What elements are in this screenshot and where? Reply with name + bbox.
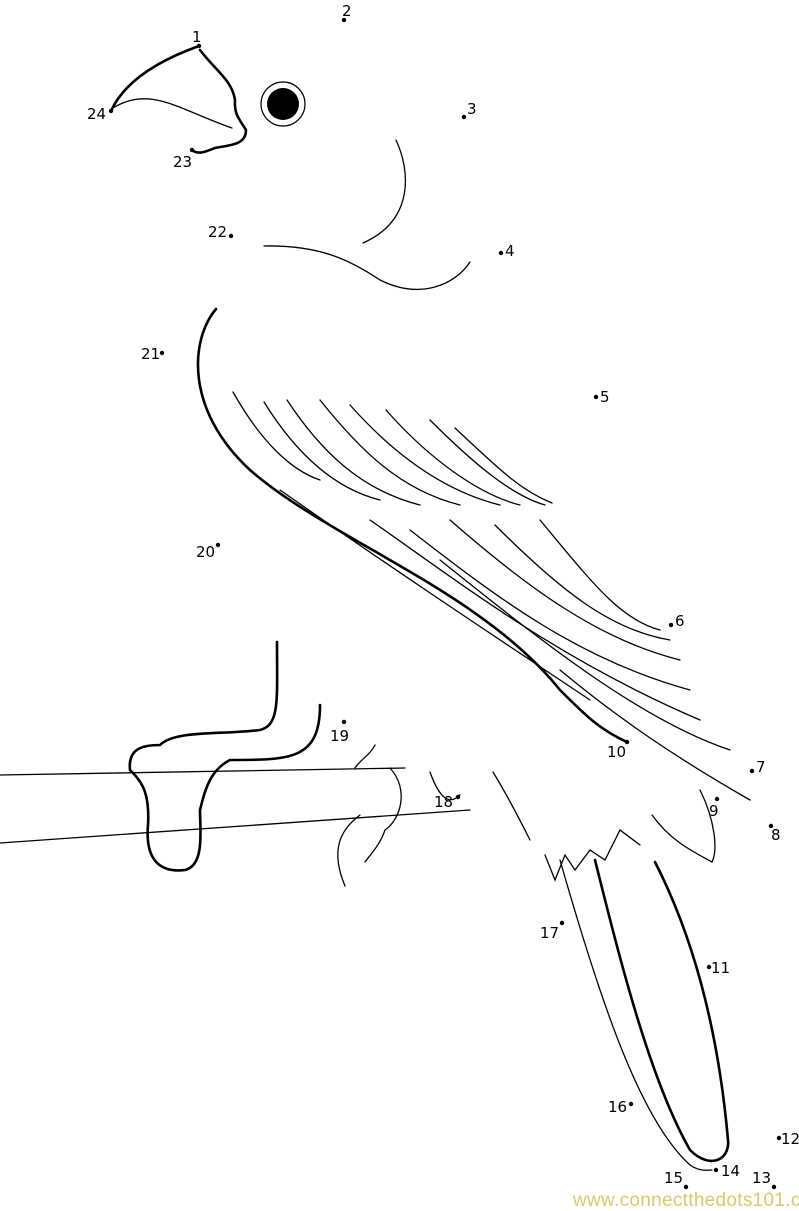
- beak-outline: [190, 48, 248, 154]
- dot-12: 12: [776, 1130, 799, 1148]
- dot-9: 9: [709, 796, 720, 820]
- svg-text:23: 23: [173, 153, 192, 171]
- dot-3: 3: [461, 100, 477, 120]
- svg-text:4: 4: [505, 242, 515, 260]
- watermark: www.connectthedots101.com: [573, 1190, 799, 1211]
- dot-19: 19: [330, 719, 349, 745]
- svg-text:20: 20: [196, 543, 215, 561]
- svg-text:7: 7: [756, 758, 766, 776]
- svg-text:14: 14: [721, 1162, 740, 1180]
- svg-text:17: 17: [540, 924, 559, 942]
- dot-18: 18: [434, 793, 461, 811]
- eye-ring: [260, 81, 306, 127]
- dot-16: 16: [608, 1098, 634, 1116]
- svg-text:15: 15: [664, 1169, 683, 1187]
- svg-text:2: 2: [342, 2, 352, 20]
- svg-text:18: 18: [434, 793, 453, 811]
- dot-13: 13: [752, 1169, 777, 1190]
- svg-text:22: 22: [208, 223, 227, 241]
- svg-text:16: 16: [608, 1098, 627, 1116]
- dot-21: 21: [141, 345, 165, 363]
- beak-bottom: [112, 98, 233, 129]
- svg-text:9: 9: [709, 802, 719, 820]
- dot-4: 4: [498, 242, 515, 260]
- dot-7: 7: [749, 758, 766, 776]
- eye-pupil: [267, 88, 299, 120]
- dot-5: 5: [593, 388, 610, 406]
- dots: 1 2 3 4 5 6 7 8 9 10 11 12 13 14 15 16 1…: [87, 2, 799, 1190]
- svg-text:13: 13: [752, 1169, 771, 1187]
- dot-2: 2: [341, 2, 352, 23]
- dot-20: 20: [196, 542, 221, 561]
- dot-10: 10: [607, 739, 630, 761]
- dot-15: 15: [664, 1169, 689, 1190]
- svg-text:1: 1: [192, 28, 202, 46]
- svg-text:11: 11: [711, 959, 730, 977]
- svg-text:10: 10: [607, 743, 626, 761]
- outline-lines: [0, 44, 751, 1171]
- svg-text:5: 5: [600, 388, 610, 406]
- dot-14: 14: [713, 1162, 740, 1180]
- dot-23: 23: [173, 147, 195, 171]
- svg-text:21: 21: [141, 345, 160, 363]
- beak-top: [109, 44, 201, 113]
- svg-text:3: 3: [467, 100, 477, 118]
- dot-8: 8: [768, 823, 781, 844]
- dot-1: 1: [192, 28, 202, 49]
- dot-24: 24: [87, 105, 114, 123]
- svg-text:12: 12: [781, 1130, 799, 1148]
- neck-line: [263, 245, 471, 290]
- dot-11: 11: [706, 959, 730, 977]
- svg-text:24: 24: [87, 105, 106, 123]
- svg-text:19: 19: [330, 727, 349, 745]
- cheek-line: [362, 139, 406, 244]
- svg-text:8: 8: [771, 826, 781, 844]
- dot-17: 17: [540, 920, 565, 942]
- body-front: [196, 307, 629, 744]
- dot-6: 6: [668, 612, 685, 630]
- svg-text:6: 6: [675, 612, 685, 630]
- dot-22: 22: [208, 223, 234, 241]
